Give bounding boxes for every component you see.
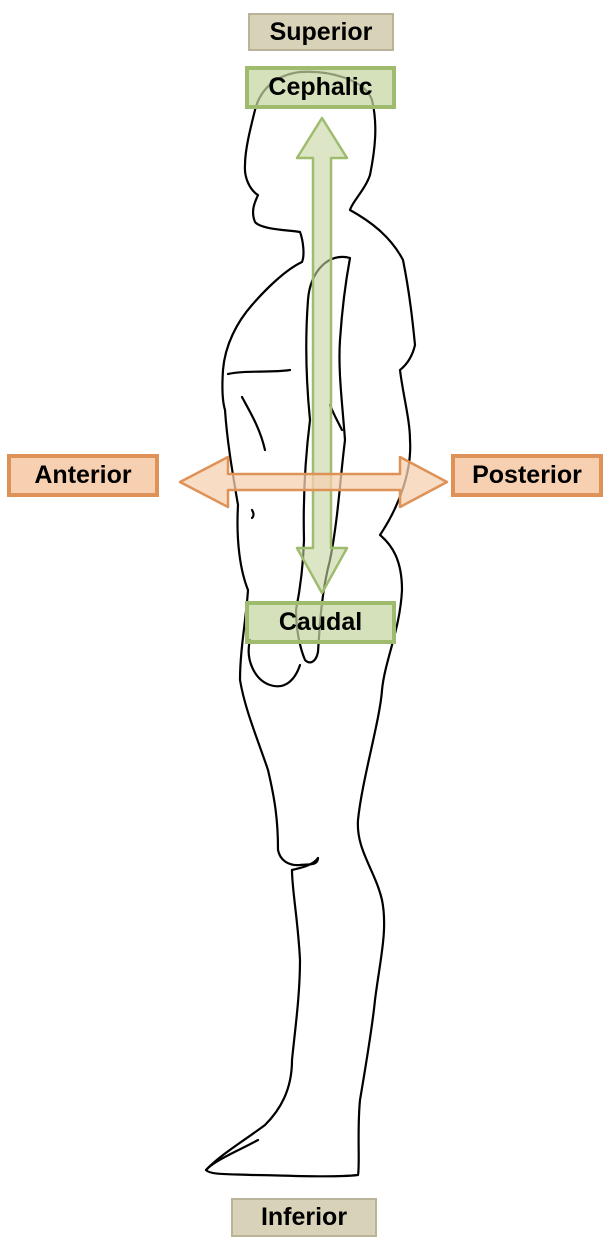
navel-mark [250, 508, 255, 520]
anterior-posterior-arrow [178, 455, 449, 509]
cephalic-caudal-arrow [295, 116, 349, 595]
caudal-label: Caudal [245, 601, 396, 644]
abdomen-line [240, 395, 267, 452]
human-figure-outline [204, 70, 417, 1178]
inferior-label: Inferior [231, 1198, 377, 1237]
anterior-label: Anterior [7, 454, 159, 497]
chest-line [226, 368, 292, 376]
posterior-label: Posterior [451, 454, 603, 497]
arm-outline [294, 255, 352, 664]
thigh-fold [247, 638, 302, 688]
cephalic-label: Cephalic [245, 66, 396, 109]
head-back-outline [204, 70, 417, 1178]
foot-outline [204, 1138, 260, 1172]
face-front-outline [221, 70, 320, 867]
superior-label: Superior [248, 13, 394, 51]
knee-crease [290, 856, 320, 872]
